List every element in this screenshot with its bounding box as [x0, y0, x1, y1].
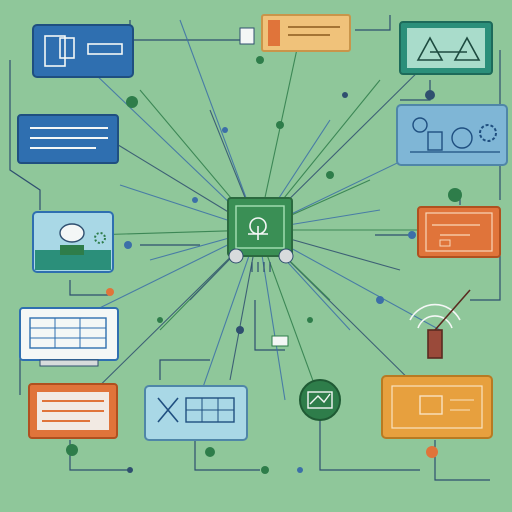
small-screen-icon [271, 335, 289, 347]
tree-circuit-icon [248, 217, 268, 240]
scatter-nodes [66, 56, 462, 474]
panel-right-middle [417, 206, 501, 258]
panel-left-lower [19, 307, 119, 367]
panel-bottom-right [381, 375, 493, 439]
line-chart-icon [299, 379, 341, 421]
panel-top-right [399, 21, 493, 75]
panel-bottom-center [144, 385, 248, 441]
panel-right-upper [396, 104, 508, 166]
panel-bottom-left [28, 383, 118, 439]
panel-top-left [32, 24, 134, 78]
panel-left-middle [32, 211, 114, 273]
panel-left-upper [17, 114, 119, 164]
wireless-signal-icon [409, 289, 471, 359]
panel-top-center [239, 14, 351, 52]
central-hub [227, 197, 294, 272]
gear-icon [94, 232, 106, 244]
